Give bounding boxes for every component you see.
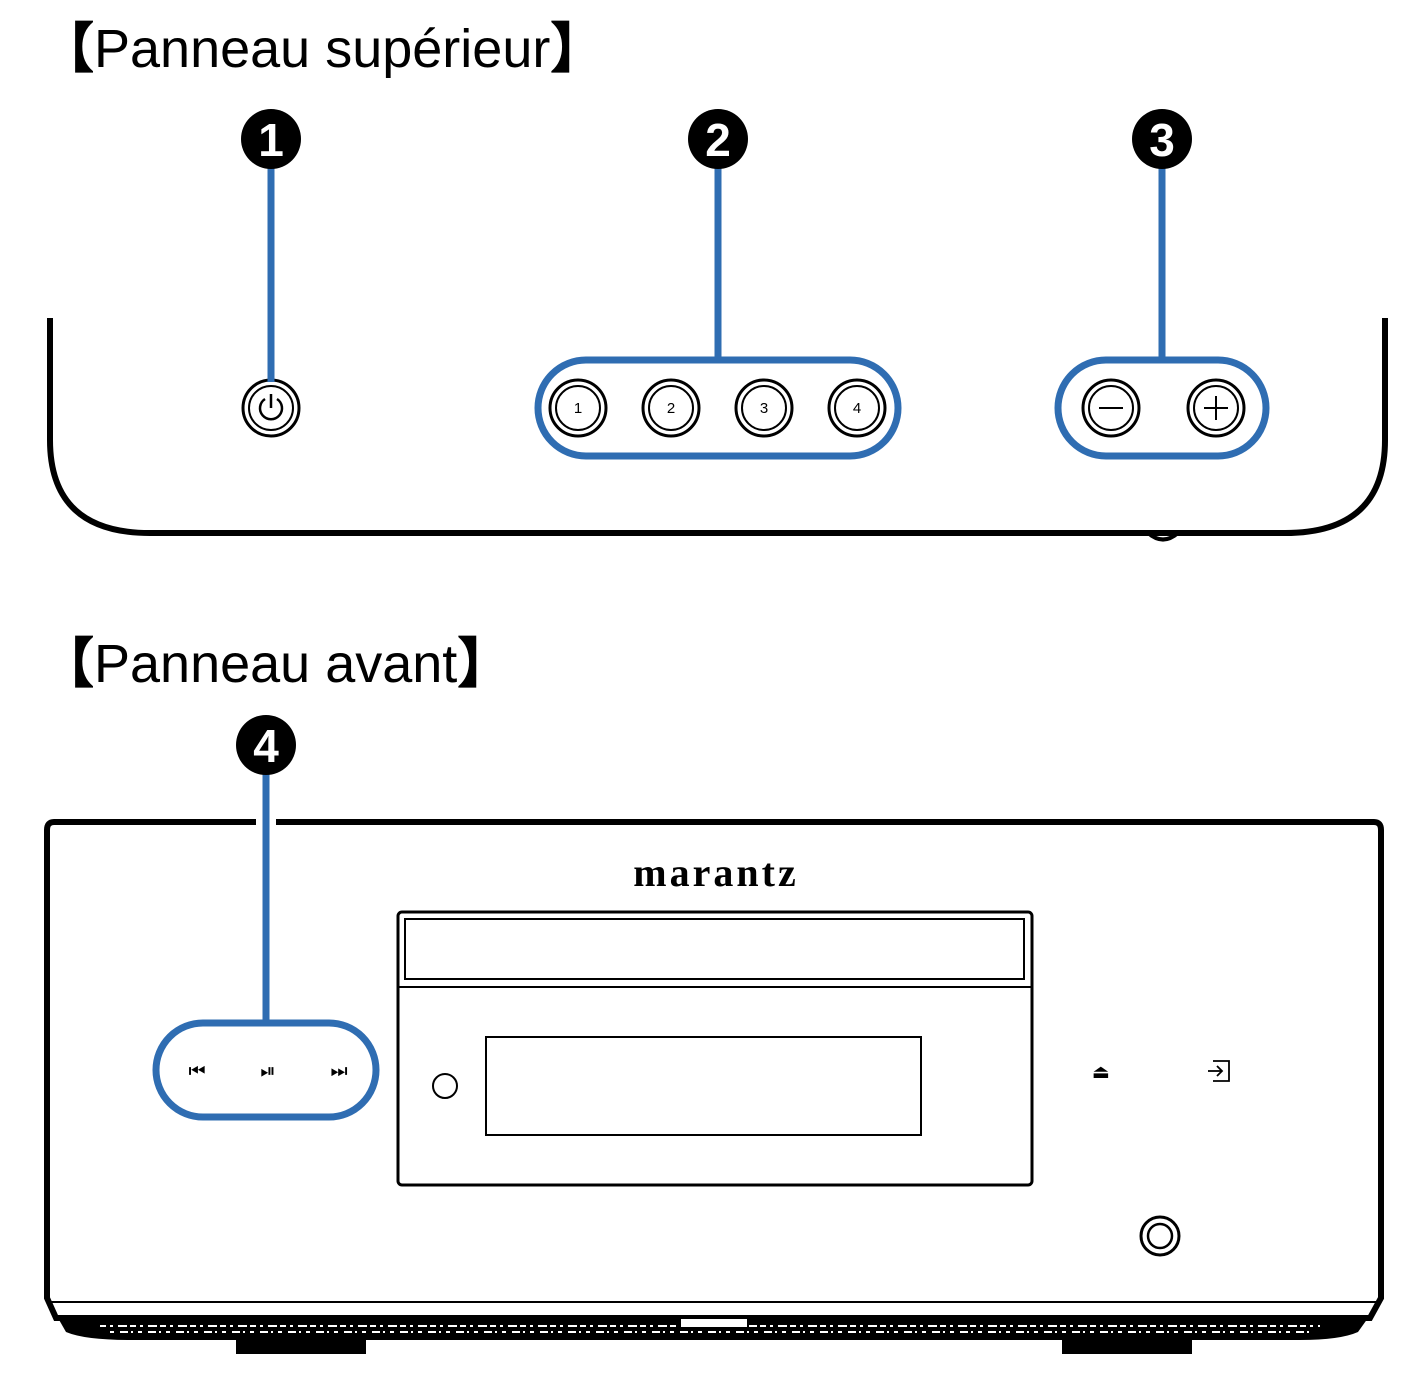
top-panel-heading: 【Panneau supérieur】 [40, 22, 604, 76]
callout-number-4: 4 [253, 720, 279, 772]
callout-badge-4: 4 [236, 715, 296, 775]
bracket-open: 【 [40, 19, 94, 79]
power-button[interactable] [241, 378, 301, 438]
plus-icon [1204, 396, 1228, 420]
preset-button-3[interactable]: 3 [734, 378, 794, 438]
preset-button-1[interactable]: 1 [548, 378, 608, 438]
bracket-close: 】 [550, 19, 605, 79]
preset-label-2: 2 [667, 400, 675, 417]
display-frame [396, 910, 1034, 1187]
disc-slot [404, 918, 1025, 980]
base-grille [58, 1317, 1368, 1354]
headphone-jack[interactable] [1139, 1215, 1181, 1257]
next-track-button[interactable]: ⏭ [330, 1060, 347, 1082]
callout-number-3: 3 [1149, 114, 1175, 166]
power-icon [258, 394, 284, 421]
top-panel-title: Panneau supérieur [94, 19, 551, 79]
callout-badge-2: 2 [688, 109, 748, 169]
top-panel: 1 2 3 4 [47, 109, 1388, 542]
callout-badge-1: 1 [241, 109, 301, 169]
previous-track-button[interactable]: ⏮ [188, 1060, 205, 1082]
callout-number-1: 1 [258, 114, 284, 166]
preset-label-3: 3 [760, 400, 768, 417]
remote-sensor-icon [432, 1073, 458, 1099]
display-window [485, 1036, 922, 1136]
eject-button[interactable]: ⏏ [1092, 1061, 1110, 1083]
bracket-close: 】 [457, 634, 512, 694]
front-panel-body [44, 819, 1384, 1321]
callout-badge-3: 3 [1132, 109, 1192, 169]
preset-button-2[interactable]: 2 [641, 378, 701, 438]
bracket-open: 【 [40, 634, 94, 694]
input-button[interactable] [1208, 1060, 1230, 1082]
brand-logo: marantz [633, 850, 798, 895]
headphone-jack-icon [1139, 1215, 1181, 1257]
volume-up-button[interactable] [1186, 378, 1246, 438]
preset-label-4: 4 [853, 400, 861, 417]
preset-button-4[interactable]: 4 [827, 378, 887, 438]
input-icon [1208, 1060, 1230, 1082]
front-panel: marantz ⏮ ⏯ ⏭ ⏏ [44, 715, 1384, 1354]
callout-number-2: 2 [705, 114, 731, 166]
preset-label-1: 1 [574, 400, 582, 417]
top-panel-notch [1146, 531, 1180, 542]
play-pause-button[interactable]: ⏯ [260, 1060, 275, 1082]
top-panel-outline [47, 318, 1388, 536]
volume-down-button[interactable] [1081, 378, 1141, 438]
front-panel-title: Panneau avant [94, 634, 458, 694]
front-panel-heading: 【Panneau avant】 [40, 637, 511, 691]
